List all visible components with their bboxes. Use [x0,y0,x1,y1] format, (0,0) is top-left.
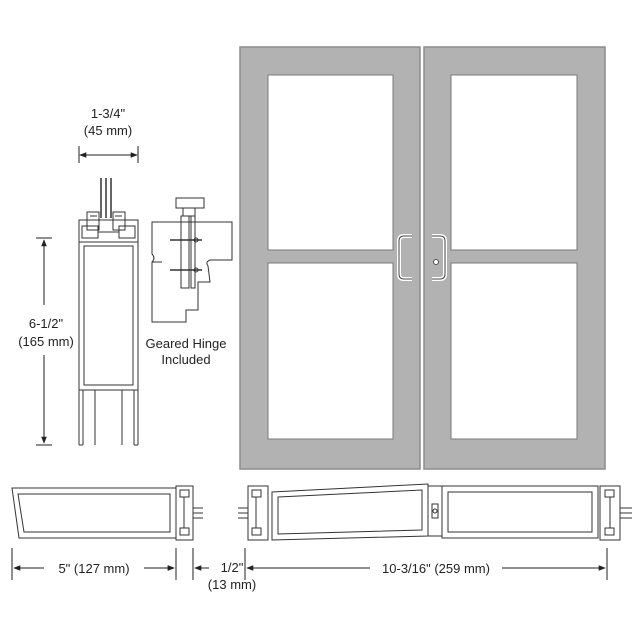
bottom-left-dimension-label: 5" (127 mm) [58,561,129,576]
right-rail-section [238,483,632,541]
gap-inch-label: 1/2" [221,560,244,575]
right-door-lower-glass [450,262,578,440]
left-door-lower-glass [267,262,394,440]
depth-mm-label: (45 mm) [84,123,132,138]
lock-cylinder [433,259,439,265]
height-inch-label: 6-1/2" [29,316,64,331]
left-door [239,46,421,470]
hinge-label-line2: Included [161,352,210,367]
stile-section [78,178,139,446]
depth-inch-label: 1-3/4" [91,106,126,121]
hinge-label-line1: Geared Hinge [146,336,227,351]
right-door [423,46,606,470]
right-door-upper-glass [450,74,578,251]
height-mm-label: (165 mm) [18,334,74,349]
geared-hinge-detail [151,197,233,323]
bottom-right-dimension-label: 10-3/16" (259 mm) [382,561,490,576]
left-rail-section [11,485,203,541]
left-door-upper-glass [267,74,394,251]
gap-mm-label: (13 mm) [208,577,256,592]
